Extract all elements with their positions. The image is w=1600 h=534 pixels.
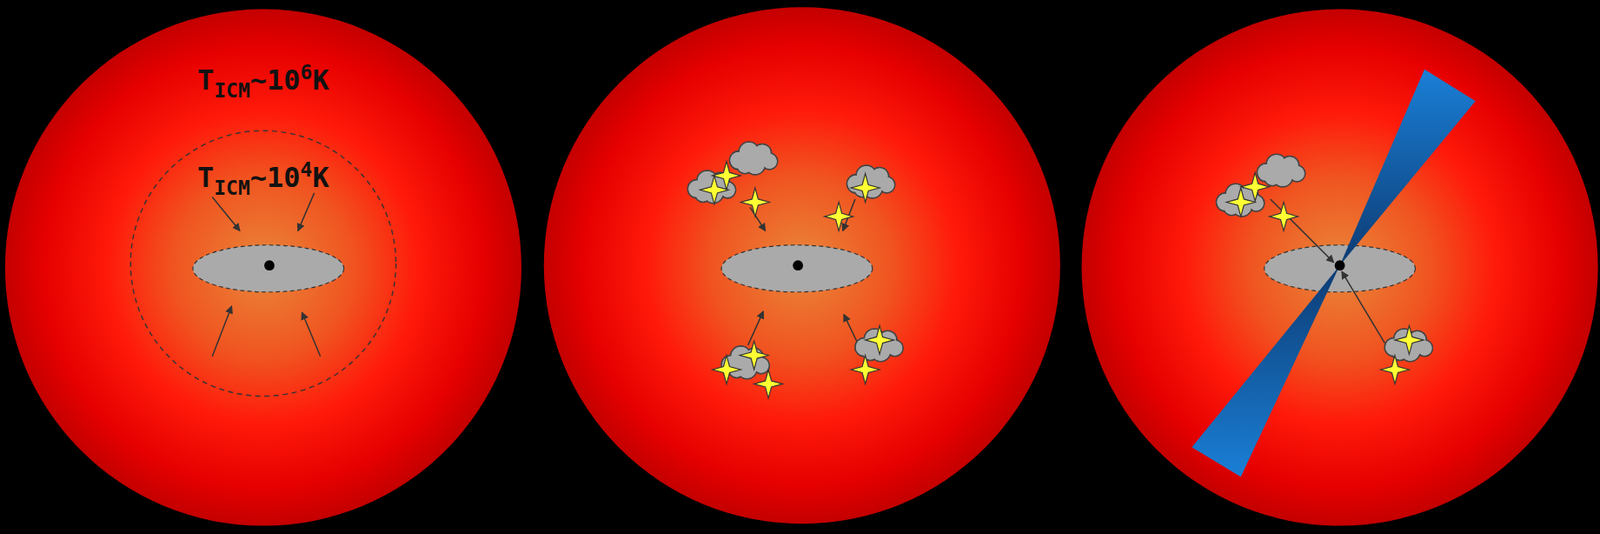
label-text: ICM bbox=[213, 176, 251, 200]
label-text: ~10 bbox=[250, 63, 301, 97]
hot-halo bbox=[1082, 9, 1599, 526]
black-hole bbox=[1334, 259, 1346, 271]
galaxy-disk bbox=[1264, 245, 1416, 293]
label-text: 6 bbox=[300, 60, 313, 84]
black-hole bbox=[792, 259, 804, 271]
label-text: ICM bbox=[213, 79, 251, 102]
label-text: K bbox=[312, 63, 329, 97]
black-hole bbox=[264, 259, 275, 271]
galaxy-disk bbox=[192, 245, 345, 293]
temperature-label: TICM~106K bbox=[197, 62, 330, 101]
label-text: T bbox=[197, 160, 214, 194]
cooling-radius bbox=[130, 130, 396, 396]
star-formation bbox=[1226, 172, 1424, 384]
label-text: T bbox=[197, 63, 214, 97]
cold-clouds bbox=[687, 141, 903, 379]
star-formation bbox=[699, 160, 894, 398]
inflow-arrows bbox=[1270, 199, 1386, 344]
label-text: K bbox=[312, 160, 329, 194]
temperature-label: TICM~104K bbox=[197, 159, 330, 199]
label-text: 4 bbox=[300, 158, 313, 181]
cold-clouds bbox=[1216, 153, 1434, 361]
galaxy-disk bbox=[721, 245, 873, 293]
hot-halo bbox=[544, 6, 1061, 524]
agn-jet bbox=[1191, 265, 1340, 477]
agn-jet bbox=[1340, 69, 1476, 266]
hot-halo bbox=[5, 9, 522, 526]
label-text: ~10 bbox=[250, 160, 301, 194]
